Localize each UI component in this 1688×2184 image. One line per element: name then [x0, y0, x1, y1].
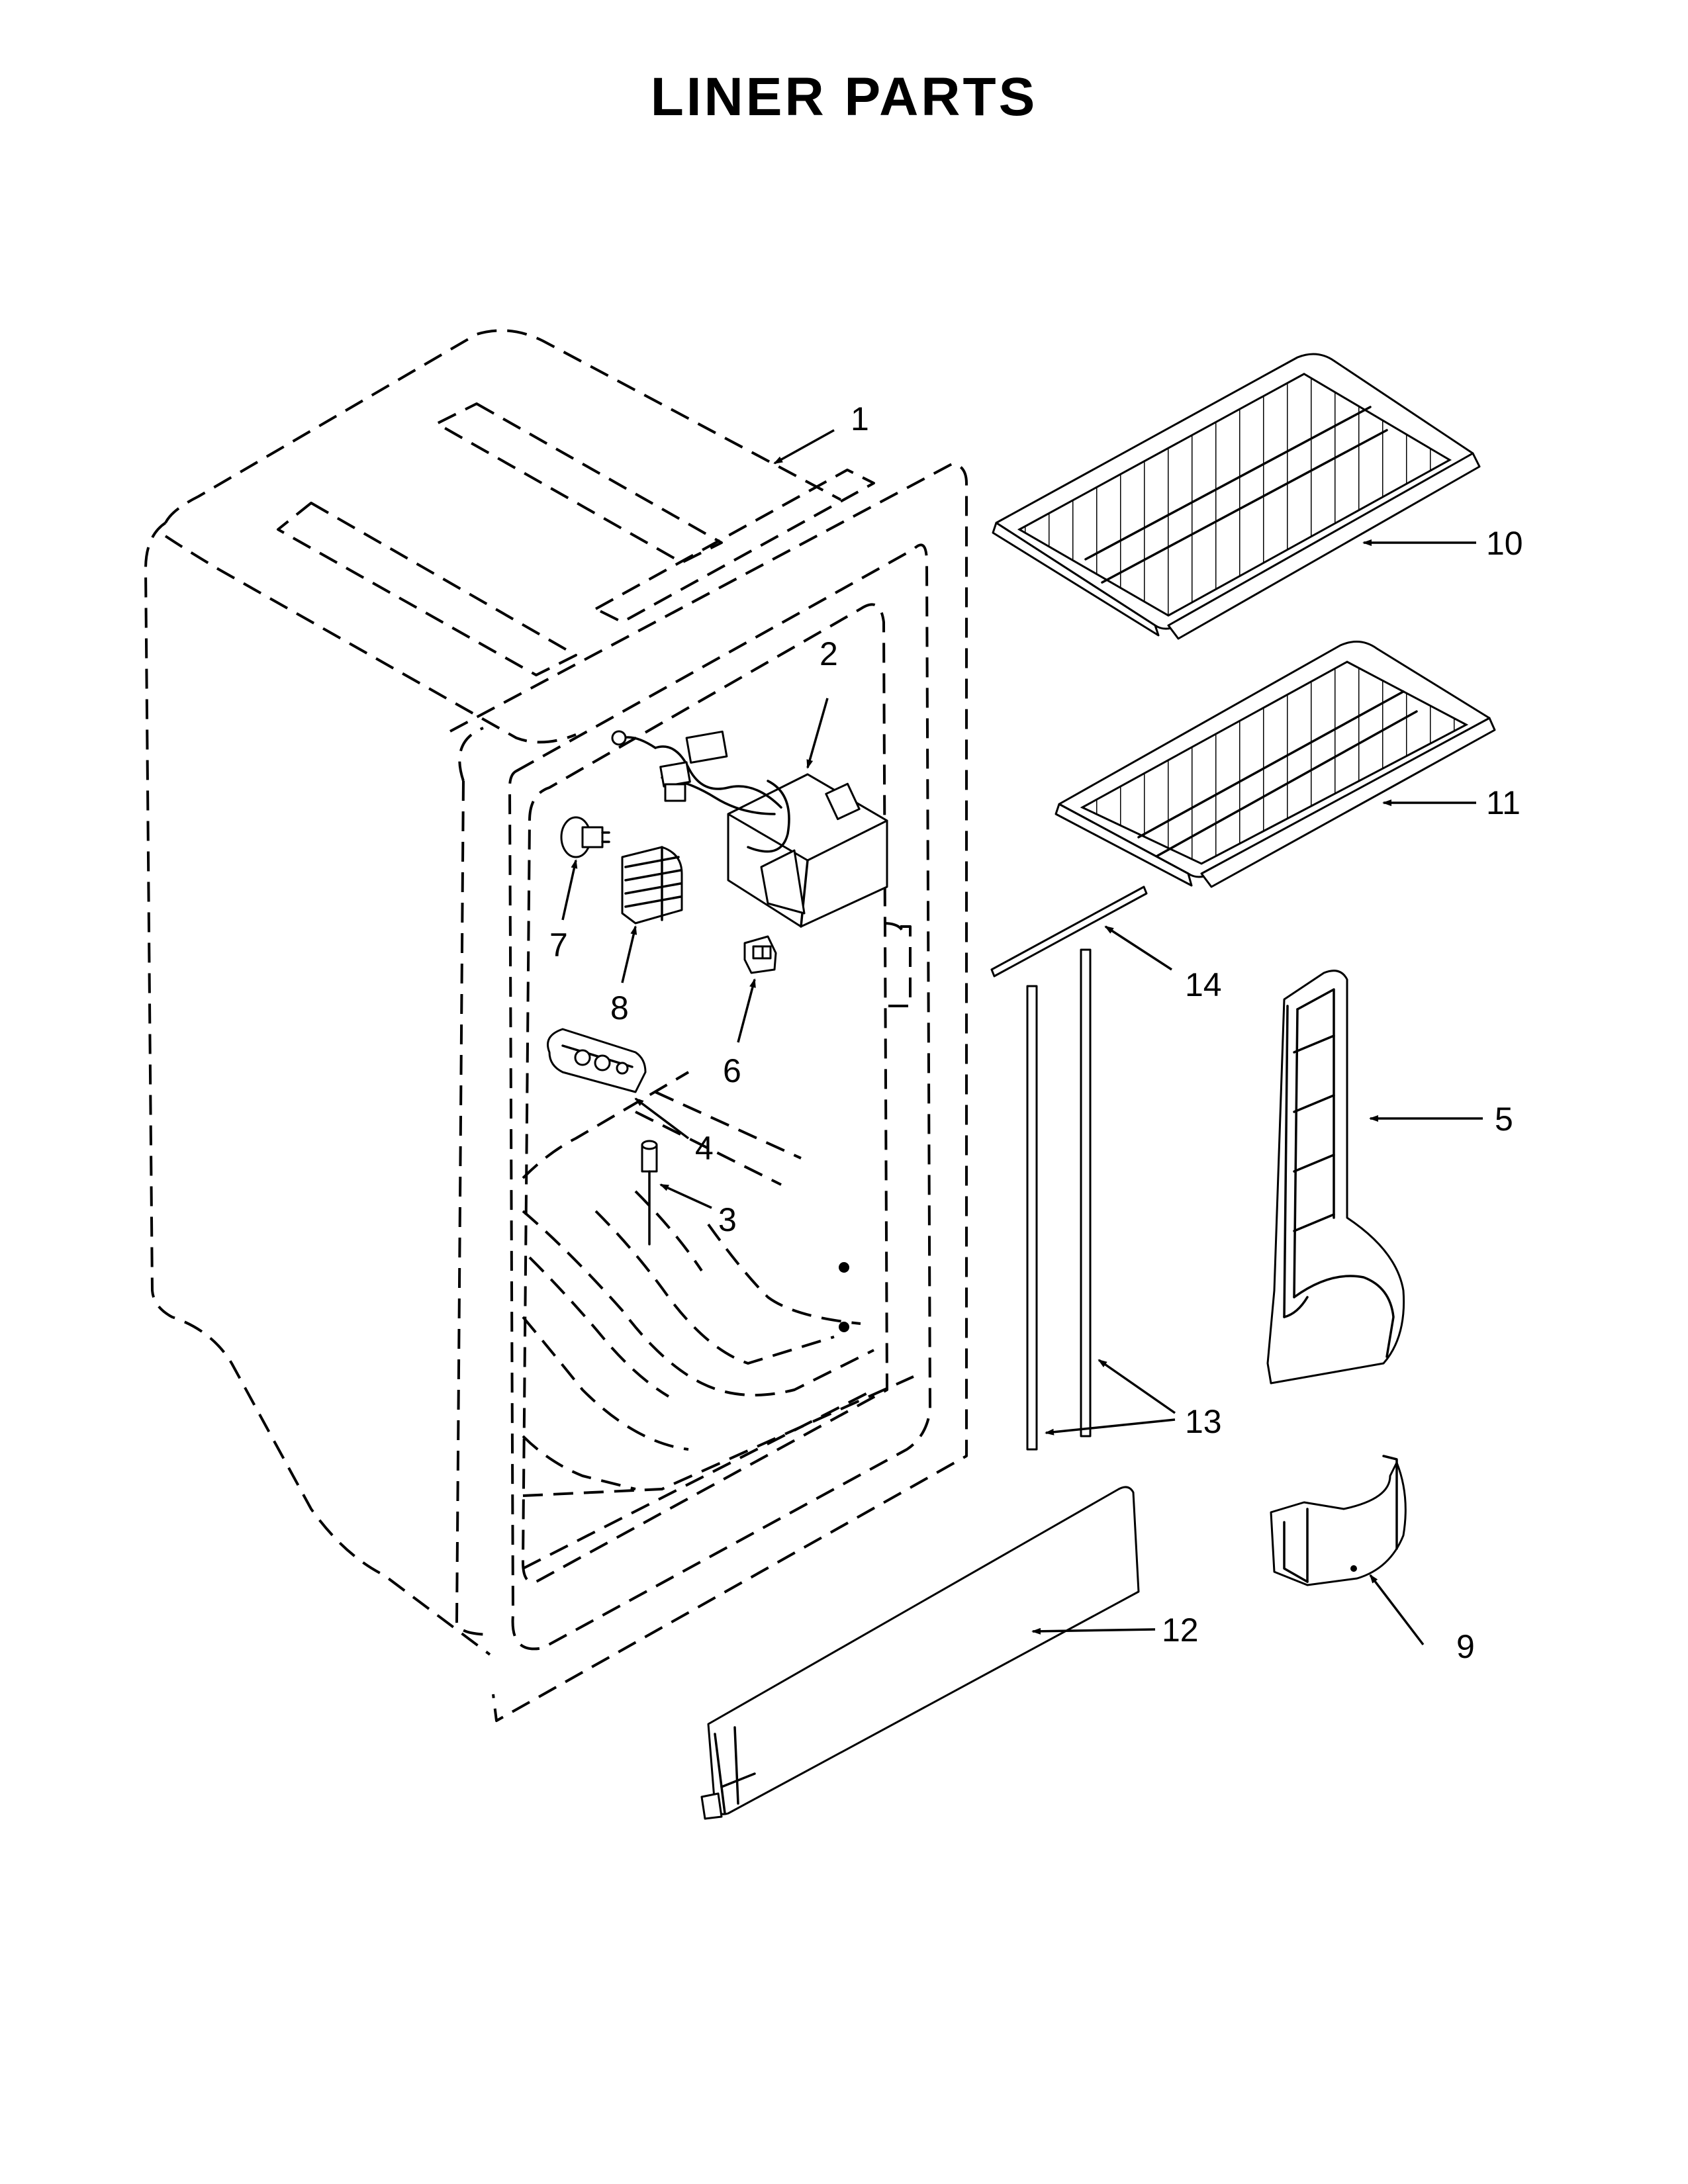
callout-1: 1 — [851, 400, 869, 437]
callout-10: 10 — [1486, 525, 1523, 562]
part-11-lower-shelf — [1055, 641, 1496, 888]
part-9-bracket — [1270, 1455, 1407, 1586]
part-2-control-housing — [611, 730, 888, 928]
part-14-trim — [990, 886, 1148, 978]
part-10-upper-shelf — [992, 353, 1481, 640]
cabinet-liner — [144, 329, 968, 1722]
leader-lines — [561, 429, 1483, 1646]
callout-14: 14 — [1185, 966, 1222, 1003]
part-6-switch — [743, 935, 777, 974]
callout-7: 7 — [549, 927, 568, 964]
part-4-light-housing — [547, 1028, 647, 1093]
callout-11: 11 — [1486, 784, 1521, 821]
callout-3: 3 — [718, 1201, 737, 1238]
part-3-thermistor — [641, 1140, 658, 1246]
part-8-light-shield — [621, 846, 683, 925]
part-12-bottom-trim — [700, 1486, 1140, 1820]
callout-2: 2 — [820, 635, 838, 672]
part-7-light-bulb — [560, 816, 610, 858]
callouts: 1 2 3 4 5 6 7 8 9 10 11 12 13 14 — [549, 400, 1523, 1665]
callout-4: 4 — [695, 1130, 714, 1167]
part-5-air-duct — [1266, 970, 1405, 1385]
part-13-side-trims — [1026, 948, 1092, 1451]
callout-6: 6 — [723, 1052, 741, 1089]
callout-8: 8 — [610, 989, 629, 1026]
callout-12: 12 — [1162, 1612, 1199, 1649]
callout-13: 13 — [1185, 1403, 1222, 1440]
callout-5: 5 — [1495, 1101, 1513, 1138]
page-title: LINER PARTS — [650, 67, 1038, 127]
callout-9: 9 — [1456, 1628, 1475, 1665]
